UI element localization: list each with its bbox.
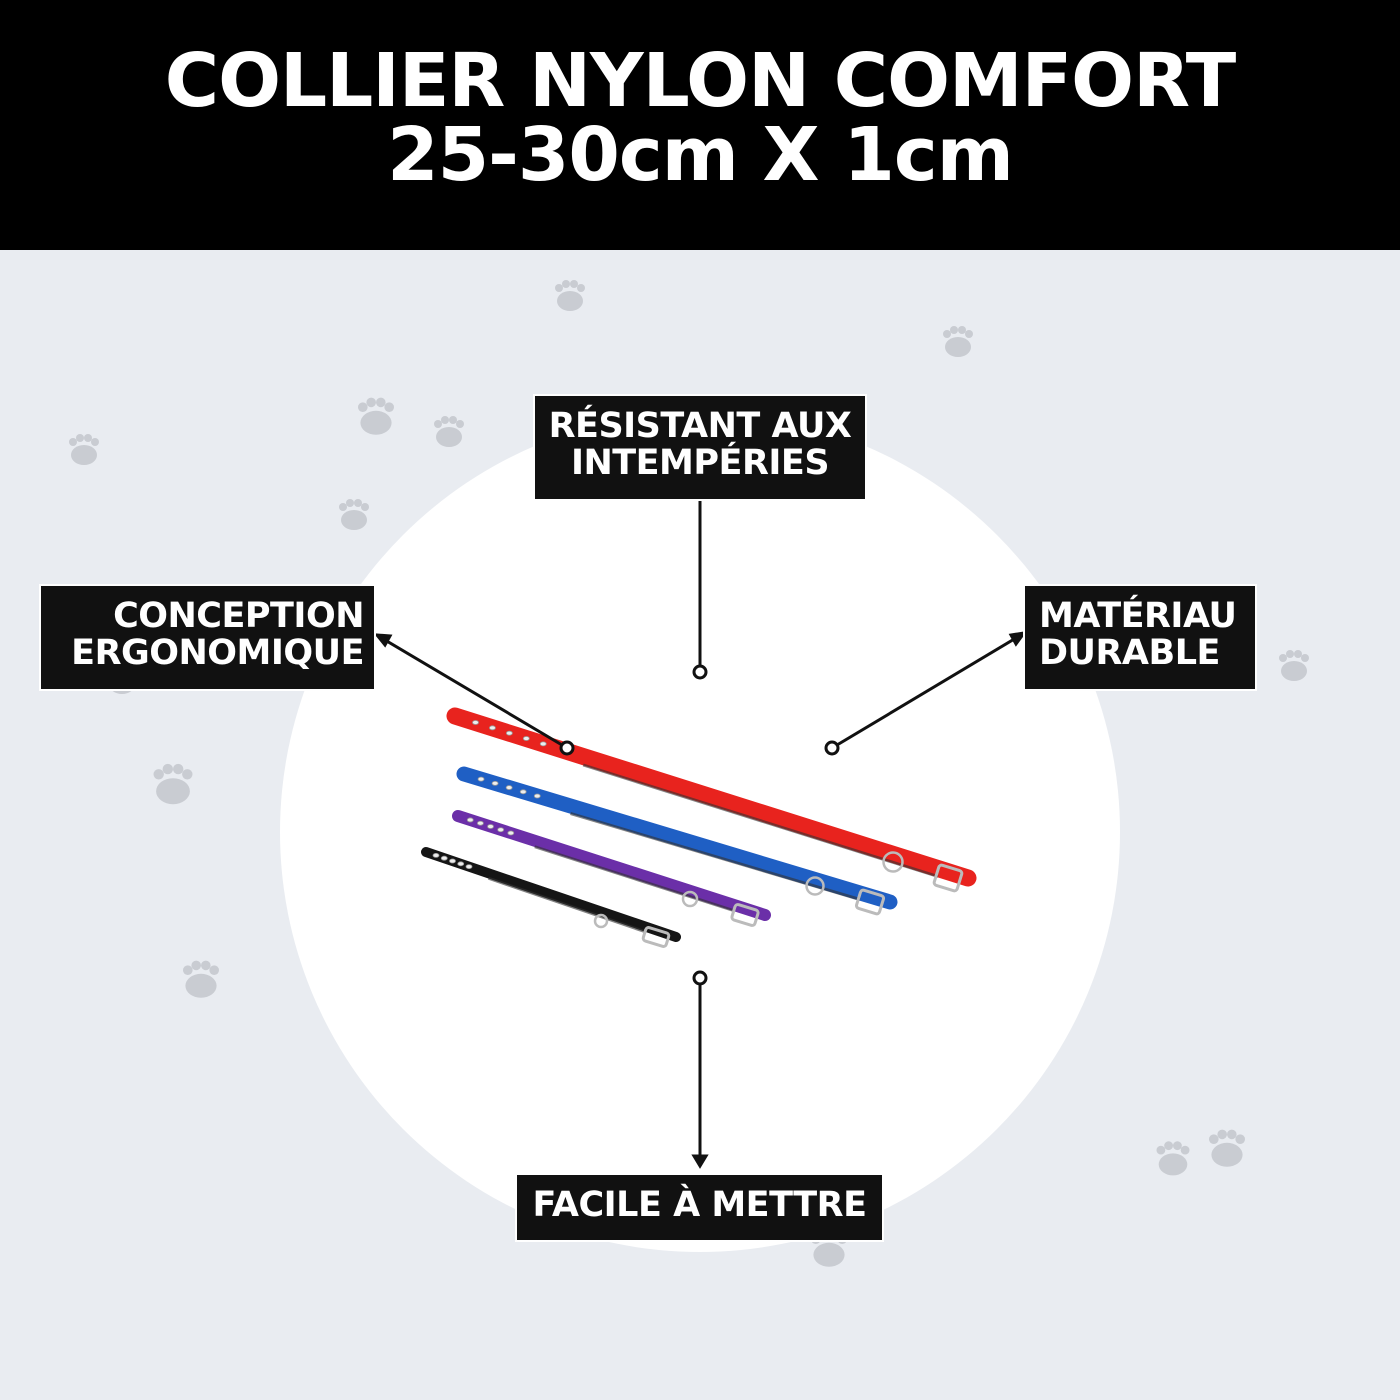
collar-hole <box>491 780 499 786</box>
feature-label: ERGONOMIQUE <box>71 633 364 673</box>
collar-hole <box>477 820 484 826</box>
callout-line-right <box>836 633 1022 747</box>
collar-hole <box>505 785 513 790</box>
d-ring-icon <box>593 913 609 929</box>
buckle-icon <box>641 926 671 948</box>
feature-label: FACILE À METTRE <box>532 1185 867 1225</box>
buckle-icon <box>932 863 964 893</box>
feature-label: MATÉRIAU <box>1039 596 1237 636</box>
product-title: COLLIER NYLON COMFORT <box>164 38 1236 124</box>
collar <box>421 847 681 948</box>
paw-icon <box>943 326 973 357</box>
collar-hole <box>466 817 474 823</box>
paw-icon <box>69 434 99 465</box>
collar-hole <box>449 858 456 864</box>
feature-label: RÉSISTANT AUX <box>548 406 852 446</box>
callout-dot-right <box>824 740 840 756</box>
paw-icon <box>1209 1129 1245 1167</box>
paw-icon <box>1156 1141 1190 1176</box>
collar-hole <box>432 853 440 858</box>
collar-hole <box>539 741 547 747</box>
collar-hole <box>489 725 496 731</box>
callout-dot-bottom <box>692 970 708 986</box>
collar-hole <box>487 824 494 829</box>
collar-product-image <box>421 707 977 948</box>
d-ring-icon <box>681 890 699 908</box>
feature-ergonomic-design: CONCEPTION ERGONOMIQUE <box>41 586 374 689</box>
collar-hole <box>477 776 485 782</box>
buckle-icon <box>854 888 886 916</box>
arrow-down-icon <box>691 1154 709 1169</box>
arrow-left-icon <box>373 633 393 648</box>
collar <box>456 766 898 916</box>
feature-durable-material: MATÉRIAU DURABLE <box>1025 586 1255 689</box>
feature-easy-to-wear: FACILE À METTRE <box>517 1175 882 1240</box>
buckle-icon <box>730 903 760 927</box>
callout-lines <box>373 500 1028 1169</box>
feature-weather-resistant: RÉSISTANT AUX INTEMPÉRIES <box>535 396 865 499</box>
arrow-right-icon <box>1008 630 1028 647</box>
collar <box>446 707 977 893</box>
collar-hole <box>533 793 541 799</box>
callout-dot-top <box>692 664 708 680</box>
d-ring-icon <box>805 876 825 896</box>
collar-hole <box>440 855 448 861</box>
collar-hole <box>519 789 527 795</box>
feature-label: INTEMPÉRIES <box>570 443 830 483</box>
collar-hole <box>465 864 473 870</box>
paw-icon <box>183 960 219 998</box>
paw-icon <box>434 416 464 447</box>
paw-icon <box>358 397 394 435</box>
collar-hole <box>505 730 513 736</box>
product-spotlight-circle <box>280 412 1120 1252</box>
callout-dot-left <box>559 740 575 756</box>
paw-icon <box>339 499 369 530</box>
paw-icon <box>555 280 585 311</box>
paw-icon <box>1279 650 1309 681</box>
feature-label: DURABLE <box>1039 633 1220 673</box>
title-banner: COLLIER NYLON COMFORT 25-30cm X 1cm <box>0 0 1400 250</box>
callout-line-left <box>379 635 563 747</box>
feature-label: CONCEPTION <box>113 596 364 636</box>
collar-hole <box>507 830 515 836</box>
collar-hole <box>457 861 465 867</box>
d-ring-icon <box>882 851 904 873</box>
product-size: 25-30cm X 1cm <box>387 112 1014 198</box>
collar-hole <box>522 736 530 741</box>
collar <box>452 810 771 927</box>
collar-hole <box>497 827 505 833</box>
collar-hole <box>472 720 479 725</box>
paw-icon <box>153 763 193 805</box>
